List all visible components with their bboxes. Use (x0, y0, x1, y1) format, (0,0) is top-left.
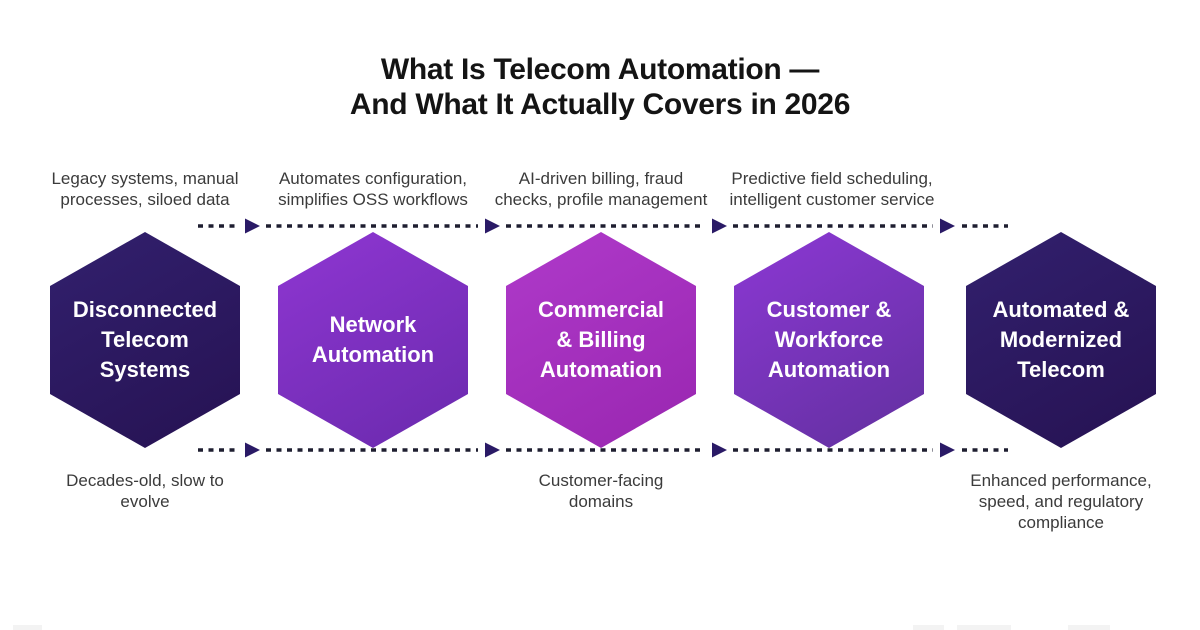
watermark-artifact (1068, 625, 1110, 630)
arrowhead-icon (485, 218, 500, 234)
watermark-artifact (913, 625, 944, 630)
hexagon-stage-customer-workforce-automation: Customer & Workforce Automation (734, 232, 924, 448)
watermark-artifact (13, 625, 42, 630)
arrowhead-icon (712, 218, 727, 234)
arrowhead-icon (940, 218, 955, 234)
stage-top-label: Automates configuration, simplifies OSS … (278, 169, 468, 209)
watermark-artifact (957, 625, 1011, 630)
stage-bottom-label: Decades-old, slow to evolve (66, 471, 224, 511)
hexagon-label: Customer & Workforce Automation (766, 297, 892, 382)
stage-bottom-label: Enhanced performance, speed, and regulat… (970, 471, 1152, 532)
stage-bottom-label: Customer-facing domains (538, 471, 664, 511)
arrowhead-icon (940, 442, 955, 458)
flow-arrow-top (198, 218, 1008, 234)
arrowhead-icon (245, 218, 260, 234)
hexagon-label: Automated & Modernized Telecom (992, 297, 1130, 382)
hexagon-stage-disconnected-telecom-systems: Disconnected Telecom Systems (50, 232, 240, 448)
stage-top-label: AI-driven billing, fraud checks, profile… (494, 169, 708, 209)
hexagon-stage-automated-modernized-telecom: Automated & Modernized Telecom (966, 232, 1156, 448)
page-title: What Is Telecom Automation — And What It… (349, 53, 851, 121)
flow-arrow-bottom (198, 442, 1008, 458)
hexagon-label: Network Automation (311, 312, 435, 367)
arrowhead-icon (712, 442, 727, 458)
hexagon-label: Disconnected Telecom Systems (72, 297, 218, 382)
arrowhead-icon (485, 442, 500, 458)
hexagon-label: Commercial & Billing Automation (538, 297, 664, 382)
arrowhead-icon (245, 442, 260, 458)
stage-top-label: Legacy systems, manual processes, siloed… (51, 169, 239, 209)
hexagon-stage-network-automation: Network Automation (278, 232, 468, 448)
stage-top-label: Predictive field scheduling, intelligent… (729, 169, 935, 209)
hexagon-stage-commercial-billing-automation: Commercial & Billing Automation (506, 232, 696, 448)
